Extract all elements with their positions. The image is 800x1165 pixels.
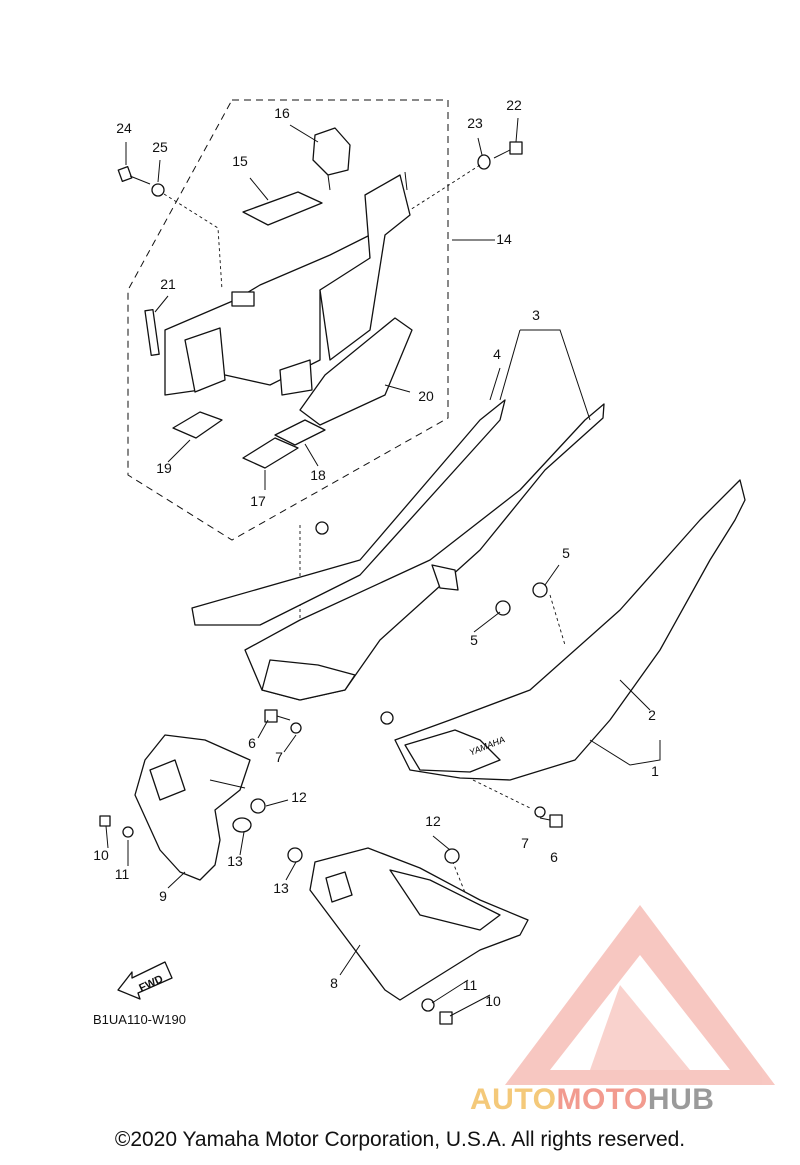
callout-3: 3 xyxy=(532,307,540,323)
pad-15 xyxy=(242,191,323,226)
strip-21 xyxy=(144,309,160,356)
leader-lines xyxy=(105,117,661,1017)
callout-16: 16 xyxy=(274,105,290,121)
callout-19: 19 xyxy=(156,460,172,476)
callout-12: 12 xyxy=(425,813,441,829)
panel-9 xyxy=(134,734,251,881)
callout-10: 10 xyxy=(93,847,109,863)
callout-1: 1 xyxy=(651,763,659,779)
callout-labels: 1234556677891010111112121313141516171819… xyxy=(93,97,659,1009)
collar-25 xyxy=(151,183,165,197)
bolt-10-a xyxy=(99,815,111,827)
assembly-boundary xyxy=(127,99,449,541)
callout-14: 14 xyxy=(496,231,512,247)
callout-15: 15 xyxy=(232,153,248,169)
bolt-6-b xyxy=(539,814,563,828)
copyright-notice: ©2020 Yamaha Motor Corporation, U.S.A. A… xyxy=(114,1128,686,1151)
grommet-12-a xyxy=(250,798,266,814)
grommet-13-b xyxy=(287,847,303,863)
callout-13: 13 xyxy=(273,880,289,896)
bolt-6-a xyxy=(264,709,291,723)
grommet-13-a xyxy=(232,817,252,833)
clip-b xyxy=(380,711,394,725)
bolt-24 xyxy=(117,166,151,185)
watermark-part-a: AUTO xyxy=(470,1083,557,1116)
pad-17 xyxy=(242,437,299,469)
callout-24: 24 xyxy=(116,120,132,136)
washer-23 xyxy=(477,154,491,170)
callout-5: 5 xyxy=(470,632,478,648)
watermark-part-c: HUB xyxy=(647,1083,715,1116)
pad-20 xyxy=(299,317,413,426)
clip-a xyxy=(315,521,329,535)
watermark-part-b: MOTO xyxy=(556,1083,648,1116)
callout-17: 17 xyxy=(250,493,266,509)
side-cover-4 xyxy=(191,399,605,701)
callout-11: 11 xyxy=(115,866,130,882)
grommet-5-a xyxy=(532,582,548,598)
watermark-text: AUTOMOTOHUB xyxy=(470,1083,714,1117)
callout-25: 25 xyxy=(152,139,168,155)
bolt-22 xyxy=(493,141,523,159)
bolt-10-b xyxy=(439,1011,453,1025)
callout-9: 9 xyxy=(159,888,167,904)
pad-19 xyxy=(172,411,223,439)
callout-7: 7 xyxy=(521,835,529,851)
side-cover-1: YAMAHA xyxy=(394,479,746,781)
panel-8 xyxy=(309,847,529,1001)
callout-5: 5 xyxy=(562,545,570,561)
collar-11-b xyxy=(421,998,435,1012)
callout-12: 12 xyxy=(291,789,307,805)
callout-21: 21 xyxy=(160,276,176,292)
callout-20: 20 xyxy=(418,388,434,404)
collar-7-b xyxy=(534,806,546,818)
callout-22: 22 xyxy=(506,97,522,113)
callout-2: 2 xyxy=(648,707,656,723)
callout-11: 11 xyxy=(463,977,478,993)
pad-18 xyxy=(274,419,326,446)
grommet-5-b xyxy=(495,600,511,616)
collar-11-a xyxy=(122,826,134,838)
callout-8: 8 xyxy=(330,975,338,991)
callout-23: 23 xyxy=(467,115,483,131)
fwd-arrow: FWD xyxy=(117,961,173,1000)
callout-18: 18 xyxy=(310,467,326,483)
callout-6: 6 xyxy=(550,849,558,865)
callout-10: 10 xyxy=(485,993,501,1009)
collar-7-a xyxy=(290,722,302,734)
callout-4: 4 xyxy=(493,346,501,362)
diagram-code: B1UA110-W190 xyxy=(93,1012,186,1027)
callout-6: 6 xyxy=(248,735,256,751)
battery-box-bracket xyxy=(164,171,411,396)
callout-13: 13 xyxy=(227,853,243,869)
callout-7: 7 xyxy=(275,749,283,765)
grommet-12-b xyxy=(444,848,460,864)
watermark-logo xyxy=(505,905,775,1085)
relay-16 xyxy=(312,127,351,191)
